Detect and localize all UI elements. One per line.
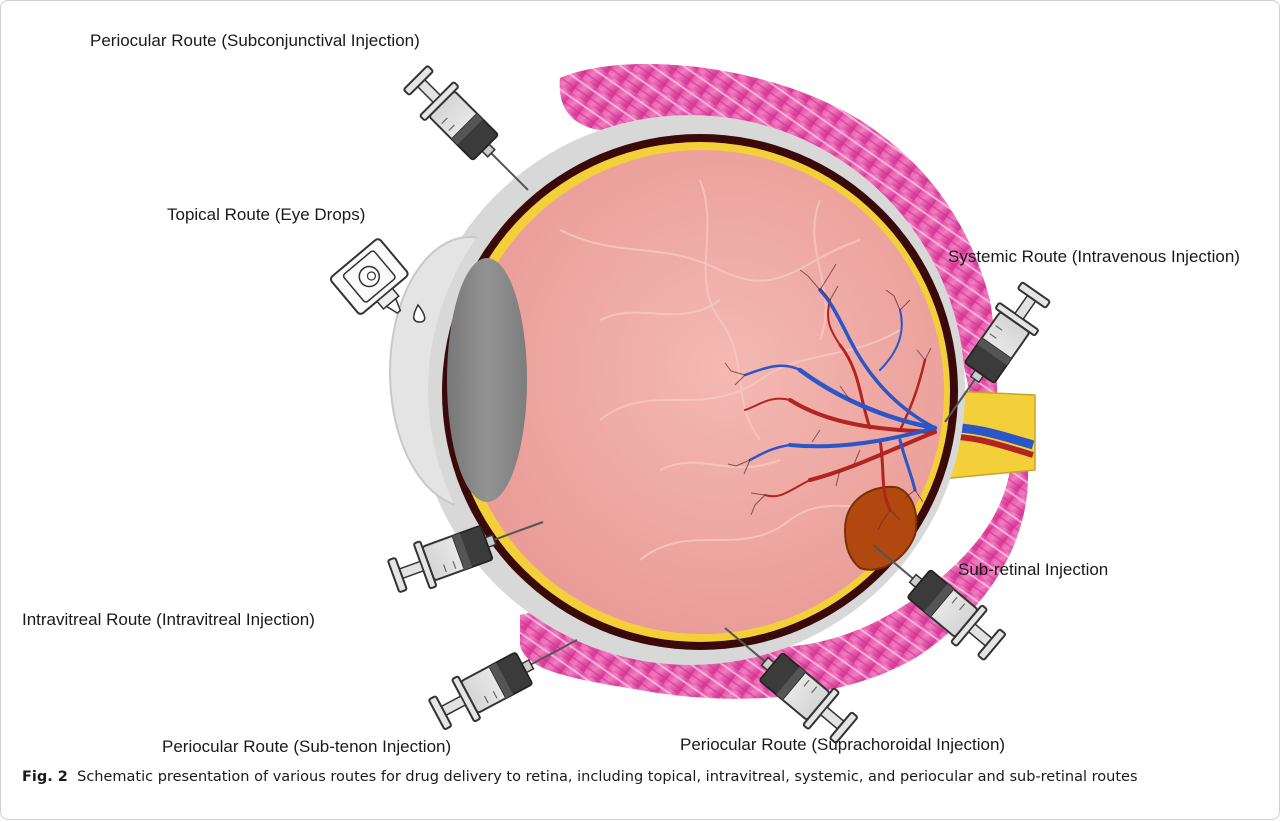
label-subconjunctival: Periocular Route (Subconjunctival Inject… xyxy=(90,31,420,51)
caption-text: Schematic presentation of various routes… xyxy=(77,769,1137,785)
label-subretinal: Sub-retinal Injection xyxy=(958,560,1108,580)
figure-caption: Fig. 2 Schematic presentation of various… xyxy=(22,767,1262,788)
label-suprachoroidal: Periocular Route (Suprachoroidal Injecti… xyxy=(680,735,1005,755)
label-intravitreal: Intravitreal Route (Intravitreal Injecti… xyxy=(22,610,315,630)
label-topical: Topical Route (Eye Drops) xyxy=(167,205,365,225)
label-systemic: Systemic Route (Intravenous Injection) xyxy=(948,247,1240,267)
label-subtenon: Periocular Route (Sub-tenon Injection) xyxy=(162,737,451,757)
lens xyxy=(447,258,527,502)
figure-label: Fig. 2 xyxy=(22,769,68,785)
syringe-subconjunctival-icon xyxy=(399,61,545,207)
